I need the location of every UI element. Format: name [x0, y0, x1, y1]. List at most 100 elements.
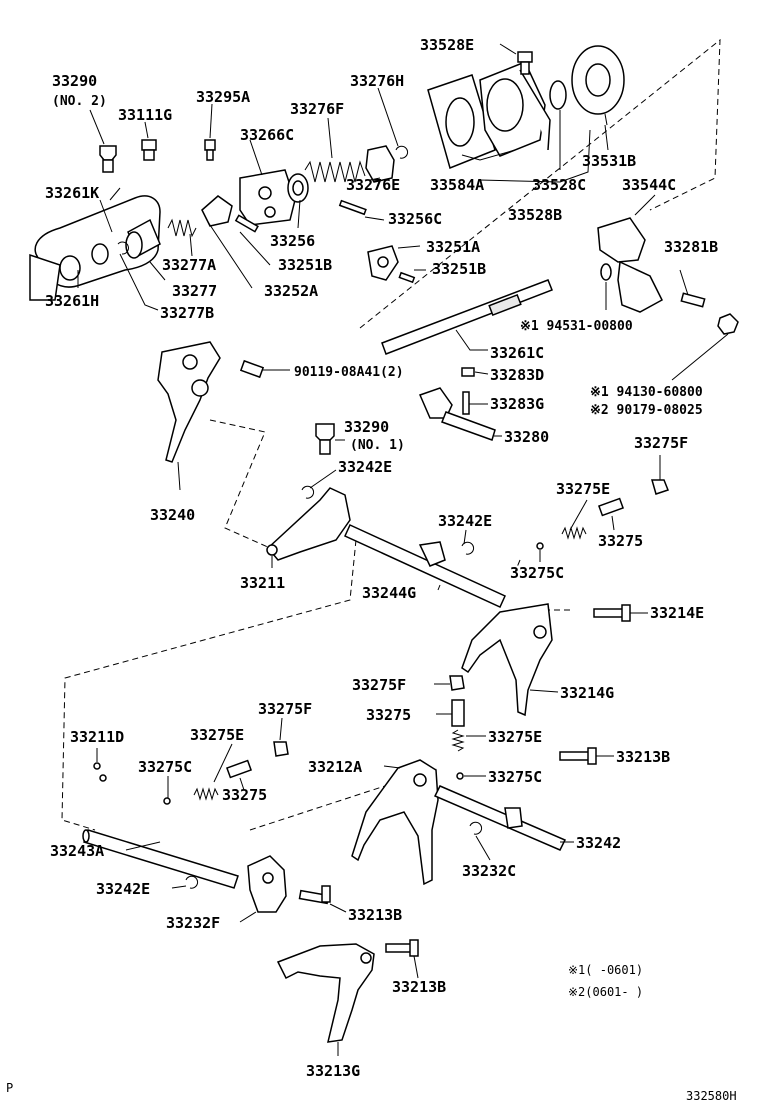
bolt-33213B-a: [559, 747, 597, 765]
spring-33275E-c: [193, 787, 219, 801]
footnotes: ※1( -0601) ※2(0601- ): [568, 963, 643, 999]
label-33213G: 33213G: [306, 1062, 360, 1080]
label-33528E: 33528E: [420, 36, 474, 54]
label-33214G: 33214G: [560, 684, 614, 702]
label-33212A: 33212A: [308, 758, 362, 776]
label-33275C-a: 33275C: [510, 564, 564, 582]
pin-33275-b: [451, 699, 465, 727]
plug-33275F-c: [273, 741, 289, 757]
label-33252A: 33252A: [264, 282, 318, 300]
label-33256: 33256: [270, 232, 315, 250]
plug-33111G: [141, 139, 157, 161]
block-33266C: [239, 169, 296, 226]
nut-94130: [717, 313, 739, 335]
bolt-33213B-b: [298, 885, 331, 905]
rail-33242: [433, 785, 567, 851]
label-33277A: 33277A: [162, 256, 216, 274]
label-33240: 33240: [150, 506, 195, 524]
spring-33276F: [304, 160, 366, 183]
shaft-33261C: [381, 279, 553, 355]
ring-33528C: [549, 80, 567, 110]
spring-33275E-a: [561, 526, 587, 540]
rail-33244G: [344, 524, 506, 608]
label-33528C: 33528C: [532, 176, 586, 194]
label-33283D: 33283D: [490, 366, 544, 384]
collar-33256: [287, 173, 309, 203]
ball-33275C-a: [536, 542, 544, 550]
bolt-33290-no2: [99, 145, 117, 173]
label-33251B-b: 33251B: [432, 260, 486, 278]
label-33261K: 33261K: [45, 184, 99, 202]
label-33277B: 33277B: [160, 304, 214, 322]
lever-33252A: [201, 195, 233, 227]
label-33290-no2: 33290: [52, 72, 97, 90]
label-33232C: 33232C: [462, 862, 516, 880]
label-33280: 33280: [504, 428, 549, 446]
washer-94531: [600, 263, 612, 281]
ring-33242E-c: [185, 875, 199, 889]
lever-33251A: [367, 245, 399, 281]
label-33275-a: 33275: [598, 532, 643, 550]
footnote-2: ※2(0601- ): [568, 985, 643, 999]
label-33275F-a: 33275F: [634, 434, 688, 452]
pin-33283G: [462, 391, 470, 415]
gasket-33584A: [427, 74, 496, 170]
label-94130-60800: ※1 94130-60800: [590, 385, 703, 400]
ball-33275C-b: [456, 772, 464, 780]
bolt-90119: [239, 359, 265, 379]
label-33261C: 33261C: [490, 344, 544, 362]
label-33211: 33211: [240, 574, 285, 592]
ring-33276H: [395, 145, 409, 159]
shift-head-33544C: [597, 217, 663, 313]
label-33276F: 33276F: [290, 100, 344, 118]
label-33275E-b: 33275E: [190, 726, 244, 744]
shaft-33280: [418, 387, 496, 441]
bushing-33277: [125, 218, 161, 259]
label-33584A: 33584A: [430, 176, 484, 194]
label-33276E: 33276E: [346, 176, 400, 194]
arm-33232F: [247, 855, 287, 913]
pin-33275-c: [225, 759, 253, 779]
footnote-1: ※1( -0601): [568, 963, 643, 977]
arm-33211: [266, 487, 351, 561]
rail-33243A: [82, 829, 239, 889]
label-33213B-c: 33213B: [392, 978, 446, 996]
label-33213B-a: 33213B: [616, 748, 670, 766]
pin-33251B-left: [234, 214, 259, 233]
part-labels: 33290 (NO. 2) 33111G 33295A 33276H 33528…: [45, 36, 718, 1080]
spring-33275E-b: [451, 729, 465, 752]
label-33213B-b: 33213B: [348, 906, 402, 924]
bolt-33213B-c: [385, 939, 419, 957]
label-33211D: 33211D: [70, 728, 124, 746]
label-33528B: 33528B: [508, 206, 562, 224]
ring-33242E-a: [301, 485, 315, 499]
sleeve-33276E: [365, 145, 395, 183]
fork-33212A: [351, 759, 439, 886]
label-90179-08025: ※2 90179-08025: [590, 403, 703, 418]
ring-33277B: [117, 241, 129, 255]
diagram-id: 332580H: [686, 1089, 737, 1103]
pin-33256C: [338, 199, 367, 216]
bolt-33214E: [593, 604, 631, 622]
fork-33213G: [276, 943, 375, 1043]
shift-lever-housing: [29, 187, 161, 301]
lever-33240: [157, 341, 221, 463]
label-33214E: 33214E: [650, 604, 704, 622]
bolt-33290-no1: [315, 423, 335, 455]
label-33275-b: 33275: [366, 706, 411, 724]
label-33232F: 33232F: [166, 914, 220, 932]
label-33275C-c: 33275C: [488, 768, 542, 786]
label-33283G: 33283G: [490, 395, 544, 413]
ring-33232C: [469, 821, 483, 835]
plug-33275F-b: [449, 675, 465, 691]
label-33275E-a: 33275E: [556, 480, 610, 498]
label-33277: 33277: [172, 282, 217, 300]
label-33290-no1: 33290: [344, 418, 389, 436]
label-33290-no2-sub: (NO. 2): [52, 94, 107, 109]
label-33275-c: 33275: [222, 786, 267, 804]
label-33266C: 33266C: [240, 126, 294, 144]
ring-33242E-b: [461, 541, 475, 555]
ball-33275C-c: [163, 797, 171, 805]
bolt-33283D: [461, 367, 475, 377]
label-94531-00800: ※1 94531-00800: [520, 319, 633, 334]
